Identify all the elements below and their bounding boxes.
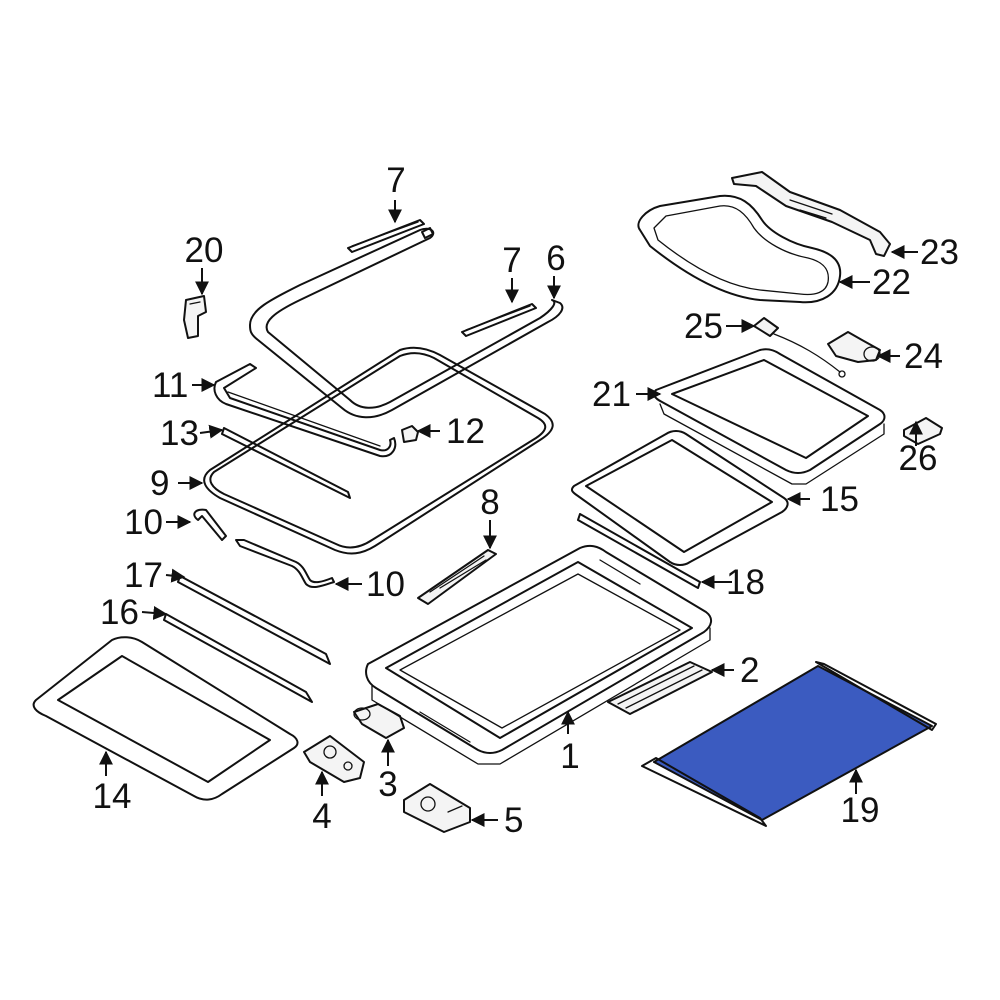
part-11-front-seal[interactable] (213, 363, 397, 458)
part-7-upper-strip[interactable] (347, 219, 434, 253)
part-8-guide-rail[interactable] (417, 549, 497, 605)
callout-17: 17 (124, 556, 163, 595)
part-18-rail-strip[interactable] (577, 513, 701, 589)
part-14-glass-panel[interactable] (32, 636, 299, 801)
callout-11: 11 (152, 366, 188, 405)
part-20-bracket[interactable] (183, 295, 207, 339)
part-21-upper-frame[interactable] (653, 348, 886, 485)
callout-12: 12 (446, 412, 485, 451)
part-19-sunshade[interactable] (641, 661, 937, 827)
callout-13: 13 (160, 414, 199, 453)
callout-26: 26 (899, 439, 938, 478)
callout-10-front: 10 (124, 503, 163, 542)
callout-6: 6 (546, 239, 565, 278)
callout-4: 4 (312, 797, 331, 836)
callout-14: 14 (93, 777, 132, 816)
callout-23: 23 (920, 233, 959, 272)
part-26-bracket[interactable] (903, 417, 943, 445)
callout-8: 8 (480, 483, 499, 522)
callout-labels: 7 7 6 20 11 13 12 9 10 10 8 17 16 14 4 3… (93, 161, 959, 840)
part-22-trim-panel[interactable] (637, 194, 842, 304)
part-10-drain-hose-rear[interactable] (235, 539, 335, 589)
callout-7-lower: 7 (502, 241, 521, 280)
callout-2: 2 (740, 651, 759, 690)
callout-5: 5 (504, 801, 523, 840)
callout-3: 3 (378, 765, 397, 804)
callout-1: 1 (560, 737, 579, 776)
part-5-control-module[interactable] (403, 783, 471, 833)
part-17-strip[interactable] (177, 575, 331, 665)
part-12-clip[interactable] (401, 425, 419, 443)
callout-16: 16 (100, 593, 139, 632)
part-16-strip[interactable] (163, 613, 313, 703)
part-3-motor[interactable] (353, 703, 405, 739)
part-7-lower-strip[interactable] (461, 303, 537, 337)
callout-10-rear: 10 (366, 565, 405, 604)
sunshade-fill (653, 665, 933, 821)
leader-lines (99, 200, 923, 827)
part-9-panel-seal[interactable] (203, 346, 554, 555)
part-25-sensor[interactable] (753, 317, 846, 378)
part-24-drive-motor[interactable] (827, 331, 881, 363)
part-4-motor-bracket[interactable] (303, 735, 365, 783)
part-10-drain-hose-front[interactable] (193, 508, 227, 541)
callout-9: 9 (150, 464, 169, 503)
callout-19: 19 (841, 791, 880, 830)
callout-22: 22 (872, 263, 911, 302)
callout-20: 20 (185, 231, 224, 270)
callout-7-upper: 7 (386, 161, 405, 200)
part-23-bracket[interactable] (731, 171, 891, 257)
part-6-glass-seal[interactable] (249, 227, 564, 419)
part-15-glass-panel[interactable] (570, 430, 789, 566)
callout-15: 15 (820, 480, 859, 519)
callout-24: 24 (904, 337, 943, 376)
callout-18: 18 (726, 563, 765, 602)
callout-21: 21 (592, 375, 631, 414)
part-1-sunroof-frame[interactable] (365, 544, 712, 765)
callout-25: 25 (684, 307, 723, 346)
